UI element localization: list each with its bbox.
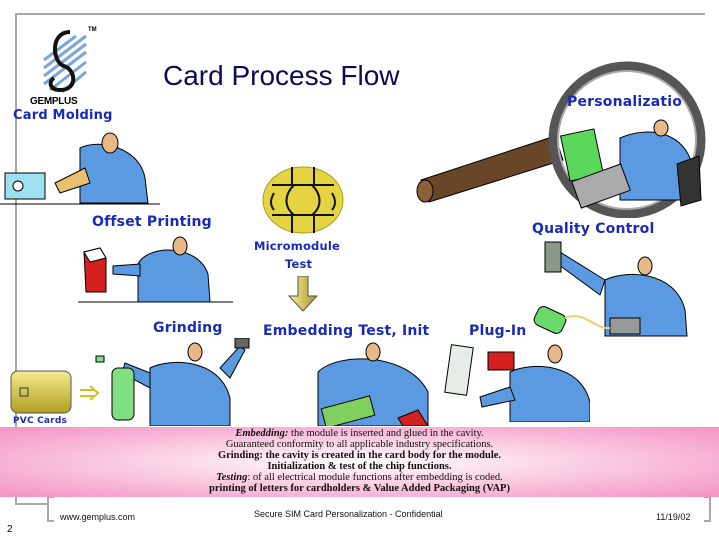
logo-wordmark: GEMPLUS [30, 96, 78, 107]
step-label-card-molding: Card Molding [13, 108, 113, 123]
magnifier-personalization-illustration [416, 61, 706, 218]
step-label-quality-control: Quality Control [532, 221, 655, 237]
frame-left-line [15, 13, 17, 505]
step-label-grinding: Grinding [153, 320, 223, 336]
banner-term-embedding: Embedding: [235, 428, 289, 439]
step-label-pvc-cards: PVC Cards [13, 416, 68, 426]
footer-bracket-right [704, 496, 711, 522]
frame-footer-line [15, 503, 47, 505]
banner-term-testing: Testing [216, 472, 248, 483]
embedding-worker-illustration [317, 342, 429, 426]
step-label-micromodule-test: Test [285, 257, 313, 271]
banner-line-printing: printing of letters for cardholders & Va… [209, 483, 510, 494]
step-label-offset-printing: Offset Printing [92, 214, 212, 230]
description-banner: Embedding: the module is inserted and gl… [0, 427, 719, 497]
gemplus-logo [43, 30, 87, 94]
plug-in-worker-illustration [444, 344, 590, 422]
micromodule-chip-icon [262, 166, 344, 234]
banner-line-guarantee: Guaranteed conformity to all applicable … [225, 439, 494, 450]
footer-date: 11/19/02 [656, 512, 691, 522]
banner-line-testing: Testing: of all electrical module functi… [0, 472, 719, 484]
step-label-embedding: Embedding Test, Init [263, 323, 430, 339]
step-label-plug-in: Plug-In [469, 323, 527, 339]
step-label-personalization: Personalizatio [567, 94, 683, 110]
pvc-card-icon [10, 370, 100, 414]
quality-control-worker-illustration [533, 241, 688, 337]
banner-text-embedding: the module is inserted and glued in the … [288, 428, 484, 439]
banner-line-embedding: Embedding: the module is inserted and gl… [0, 428, 719, 440]
card-molding-worker-illustration [0, 132, 160, 205]
banner-line-init: Initialization & test of the chip functi… [267, 461, 452, 472]
banner-text-testing: : of all electrical module functions aft… [247, 472, 503, 483]
page-number: 2 [7, 524, 13, 535]
grinding-worker-illustration [95, 338, 250, 426]
slide-title: Card Process Flow [163, 60, 400, 91]
step-label-micromodule: Micromodule [254, 239, 341, 253]
banner-line-grinding: Grinding: the cavity is created in the c… [217, 450, 502, 461]
footer-title: Secure SIM Card Personalization - Confid… [254, 509, 443, 519]
frame-top-line [15, 13, 705, 15]
footer-website: www.gemplus.com [60, 512, 136, 522]
footer-bracket-left [47, 496, 54, 522]
trademark-mark: TM [88, 27, 97, 33]
offset-printing-worker-illustration [78, 236, 233, 303]
down-arrow-icon [288, 276, 318, 312]
